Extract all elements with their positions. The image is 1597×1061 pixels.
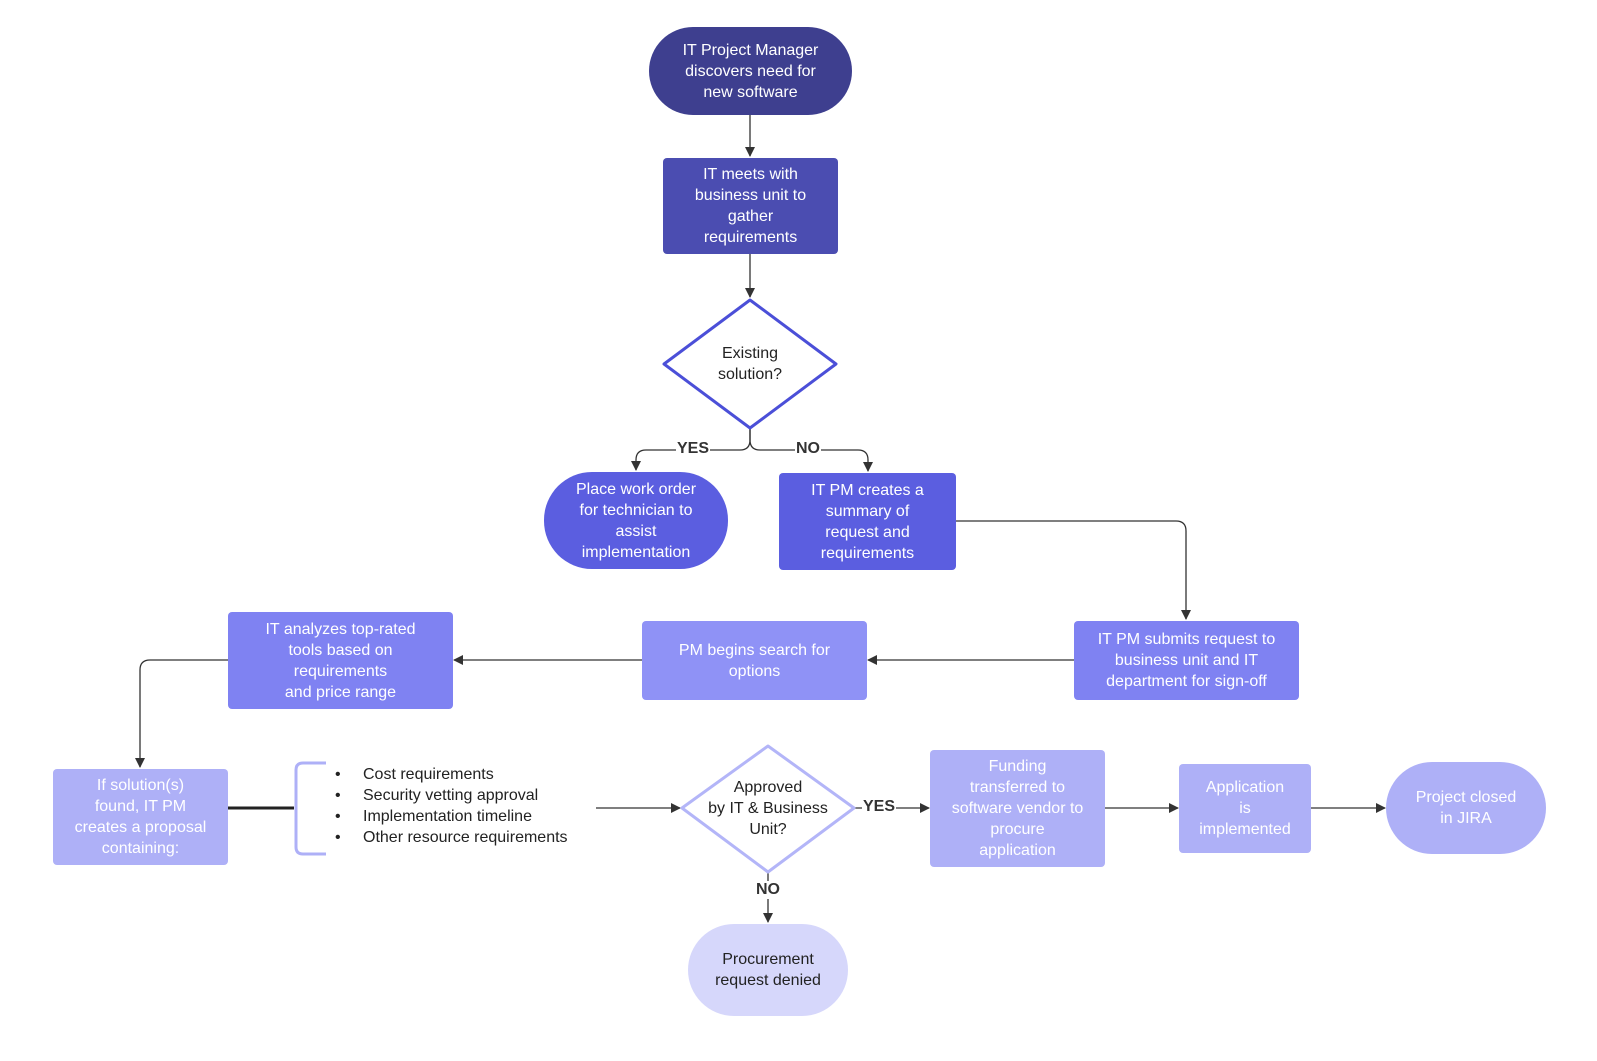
create-summary-node: IT PM creates a summary of request and r… [779,473,956,570]
edge-summary-to-submit [956,520,1191,620]
analyze-tools-node: IT analyzes top-rated tools based on req… [228,612,453,709]
list-item: Security vetting approval [335,785,568,806]
funding-transferred-node: Funding transferred to software vendor t… [930,750,1105,867]
project-closed-node: Project closed in JIRA [1386,762,1546,854]
list-item: Other resource requirements [335,827,568,848]
proposal-contents-list: Cost requirements Security vetting appro… [335,764,568,848]
begin-search-node: PM begins search for options [642,621,867,700]
gather-requirements-node: IT meets with business unit to gather re… [663,158,838,254]
no-label-existing-solution: NO [795,440,821,458]
list-item: Cost requirements [335,764,568,785]
yes-label-existing-solution: YES [676,440,711,458]
list-item: Implementation timeline [335,806,568,827]
edge-analyze-to-proposal [135,659,228,768]
no-label-approved: NO [755,881,781,899]
proposal-bracket [294,761,326,856]
yes-label-approved: YES [862,798,897,816]
create-proposal-node: If solution(s) found, IT PM creates a pr… [53,769,228,865]
submit-request-node: IT PM submits request to business unit a… [1074,621,1299,700]
place-work-order-node: Place work order for technician to assis… [544,472,728,569]
decision-existing-solution-label: Existing solution? [717,345,783,383]
decision-existing-solution-shape [662,298,838,430]
decision-approved-label: Approved by IT & Business Unit? [708,778,828,838]
decision-approved-shape [680,744,856,874]
application-implemented-node: Application is implemented [1179,764,1311,853]
start-node: IT Project Manager discovers need for ne… [649,27,852,115]
request-denied-node: Procurement request denied [688,924,848,1016]
